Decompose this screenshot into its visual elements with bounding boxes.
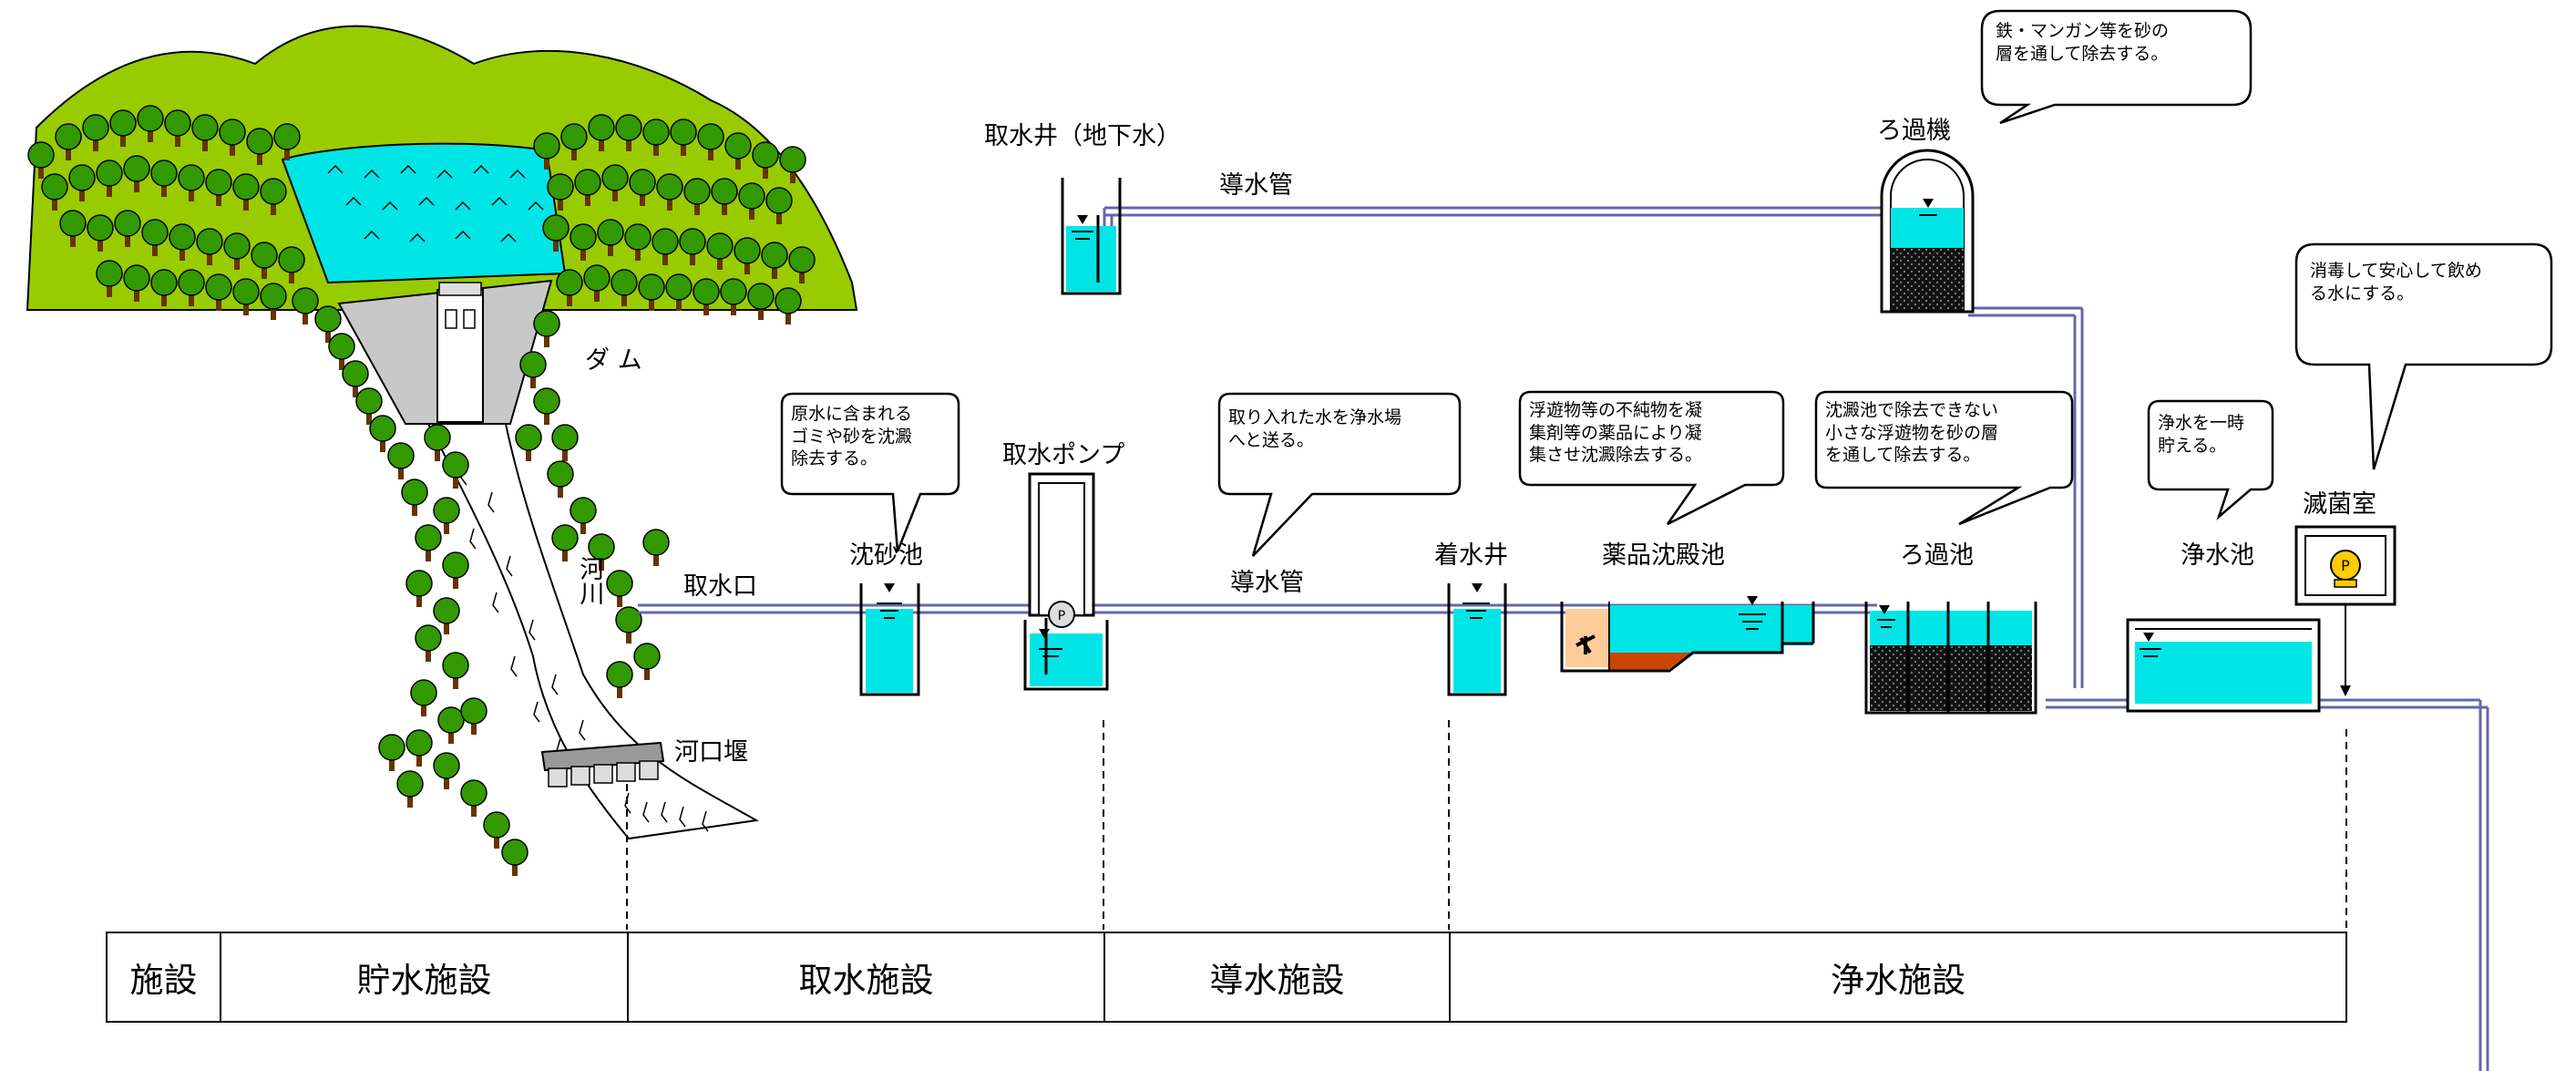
- facility-intake: 取水施設: [629, 933, 1105, 1021]
- sedimentation-basin: [1560, 596, 1815, 673]
- label-filter-basin: ろ過池: [1900, 541, 1974, 570]
- label-receiving-well: 着水井: [1434, 541, 1508, 570]
- weir: [540, 741, 665, 788]
- disinfection-pump-text: P: [2341, 557, 2350, 574]
- bubble-filter-machine-text: 鉄・マンガン等を砂の 層を通して除去する。: [1996, 21, 2170, 64]
- filter-basin: [1864, 602, 2037, 715]
- reservoir-water: [281, 142, 567, 284]
- bubble-sand-text: 原水に含まれる ゴミや砂を沈澱 除去する。: [791, 404, 913, 469]
- bubble-disinfection-text: 消毒して安心して飲め る水にする。: [2310, 261, 2482, 304]
- clear-water-basin: [2126, 618, 2321, 713]
- river: [426, 423, 760, 840]
- bubble-conduit: [1217, 392, 1462, 557]
- facility-table-header: 施設: [108, 933, 221, 1021]
- bubble-sedimentation-text: 浮遊物等の不純物を凝 集剤等の薬品により凝 集させ沈澱除去する。: [1529, 400, 1703, 466]
- groundwater-well: [1061, 178, 1122, 295]
- bubble-sand: [780, 392, 960, 552]
- label-filter-machine: ろ過機: [1877, 117, 1951, 145]
- bubble-clear-well-text: 浄水を一時 貯える。: [2158, 413, 2245, 456]
- label-intake-pump: 取水ポンプ: [1002, 441, 1125, 469]
- facility-table: 施設 貯水施設 取水施設 導水施設 浄水施設: [106, 932, 2347, 1023]
- label-clear-well: 浄水池: [2181, 541, 2254, 570]
- intake-pump: P: [1023, 472, 1109, 691]
- receiving-well: [1447, 583, 1507, 696]
- label-conduit-upper: 導水管: [1219, 171, 1293, 200]
- section-separators: [626, 720, 2347, 930]
- dam-structure: [337, 279, 553, 425]
- bubble-filter-basin: [1814, 390, 2074, 526]
- bubble-clear-well: [2147, 399, 2274, 520]
- facility-conveyance: 導水施設: [1105, 933, 1451, 1021]
- filter-machine: [1880, 149, 1975, 314]
- label-intake: 取水口: [683, 572, 757, 601]
- label-disinfection: 滅菌室: [2303, 490, 2376, 519]
- label-dam: ダ ム: [585, 346, 642, 375]
- label-conduit-lower: 導水管: [1230, 569, 1304, 597]
- sand-basin: [859, 583, 920, 696]
- label-weir: 河口堰: [674, 738, 748, 767]
- facility-purification: 浄水施設: [1831, 961, 1965, 1000]
- label-groundwater-well: 取水井（地下水）: [984, 122, 1181, 150]
- bubble-filter-machine: [1980, 9, 2253, 125]
- label-sedimentation: 薬品沈殿池: [1602, 541, 1725, 570]
- bubble-sedimentation: [1518, 390, 1785, 526]
- speech-bubbles: [780, 9, 2553, 557]
- label-river: 河川: [575, 556, 604, 605]
- pump-symbol-text: P: [1058, 609, 1065, 623]
- label-sand-basin: 沈砂池: [849, 541, 923, 570]
- bubble-filter-basin-text: 沈澱池で除去できない 小さな浮遊物を砂の層 を通して除去する。: [1825, 400, 1999, 466]
- bubble-conduit-text: 取り入れた水を浄水場 へと送る。: [1228, 407, 1402, 450]
- disinfection-room: P: [2294, 525, 2396, 696]
- facility-storage: 貯水施設: [221, 933, 629, 1021]
- bubble-disinfection: [2294, 242, 2553, 470]
